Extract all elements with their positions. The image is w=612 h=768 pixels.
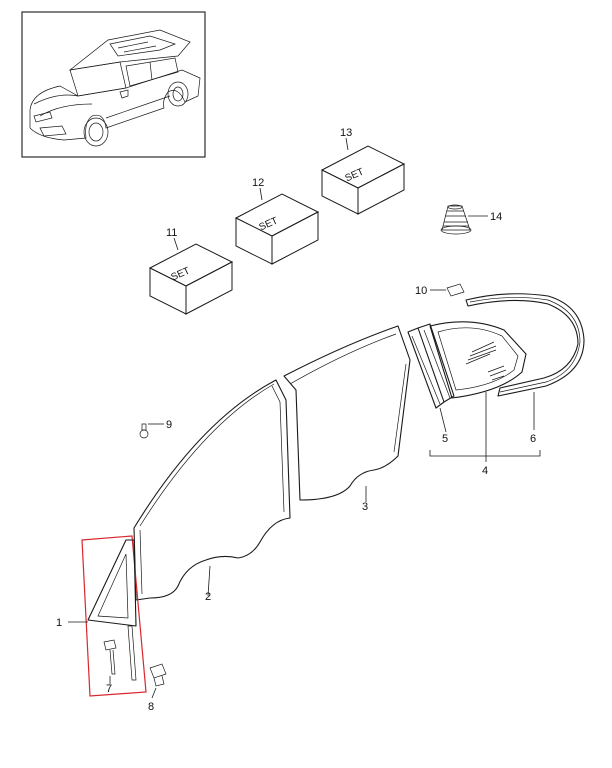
callouts: 1 2 3 4 5 6 7 8 9 10 11 12 13 14 xyxy=(56,127,536,713)
callout-2: 2 xyxy=(205,591,211,603)
callout-11: 11 xyxy=(166,227,177,239)
highlight-group-part-1 xyxy=(81,535,167,697)
callout-4: 4 xyxy=(482,465,488,477)
set-box-13: SET xyxy=(320,145,406,215)
quarter-glass-part-4 xyxy=(429,321,527,399)
suv-vehicle-icon xyxy=(29,29,201,147)
front-door-glass-part-2 xyxy=(133,379,291,601)
callout-13: 13 xyxy=(340,127,352,139)
callout-12: 12 xyxy=(252,177,264,189)
callout-14: 14 xyxy=(490,211,502,223)
seal-part-5 xyxy=(407,323,455,409)
callout-7: 7 xyxy=(106,683,112,695)
set-box-12: SET xyxy=(234,193,320,265)
nut-part-8 xyxy=(149,663,167,687)
trim-strip-part-6 xyxy=(465,293,585,397)
callout-10: 10 xyxy=(415,285,427,297)
set-box-11: SET xyxy=(148,243,234,315)
rear-door-glass-part-3 xyxy=(283,325,411,501)
grommet-part-14 xyxy=(440,204,472,235)
leader-lines xyxy=(68,137,541,699)
callout-5: 5 xyxy=(442,433,448,445)
highlight-frame xyxy=(81,535,147,697)
clip-part-10 xyxy=(446,283,465,297)
callout-8: 8 xyxy=(148,701,154,713)
vehicle-thumbnail xyxy=(21,11,206,158)
callout-6: 6 xyxy=(530,433,536,445)
callout-1: 1 xyxy=(56,617,62,629)
screw-part-7 xyxy=(103,639,117,675)
clip-part-9 xyxy=(139,423,149,439)
callout-9: 9 xyxy=(166,419,172,431)
corner-glass-part-1 xyxy=(87,539,137,627)
callout-3: 3 xyxy=(362,501,368,513)
